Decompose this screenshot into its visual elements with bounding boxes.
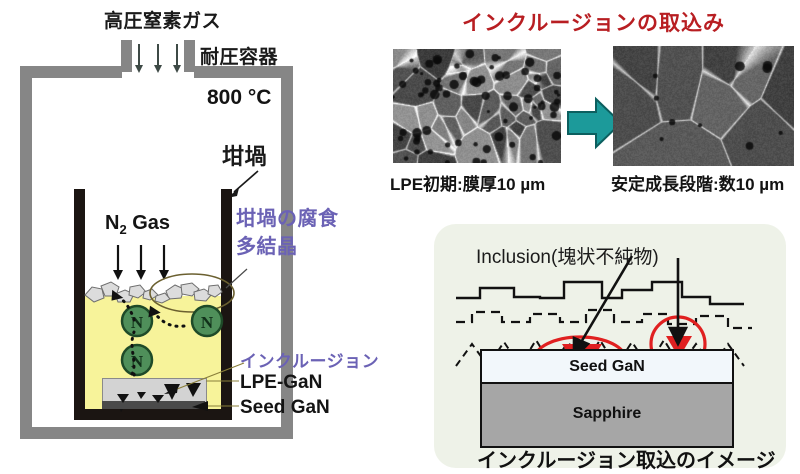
gas-inlet-arrows — [132, 42, 186, 74]
apparatus-diagram: 高圧窒素ガス 耐圧容器 800 °C 坩堝 N2 Gas — [0, 0, 400, 474]
sem-caption-stable-growth: 安定成長段階:数10 µm — [611, 170, 784, 195]
seed-gan-label: Seed GaN — [240, 397, 330, 419]
nitrogen-gas-label-text: N — [105, 212, 119, 234]
inclusion-heading: Inclusion(塊状不純物) — [476, 242, 659, 269]
section-title: インクルージョンの取込み — [462, 7, 725, 37]
panel-caption: インクルージョン取込のイメージ — [477, 444, 776, 473]
sem-caption-lpe-initial: LPE初期:膜厚10 µm — [390, 170, 545, 195]
nitrogen-gas-label-rest: Gas — [127, 212, 170, 234]
crucible-corrosion-line1: 坩堝の腐食 — [236, 205, 339, 233]
corrosion-leader-line — [225, 268, 249, 290]
sem-image-lpe-initial — [393, 49, 561, 163]
nitrogen-gas-label-sub: 2 — [119, 222, 126, 237]
sapphire-block-label: Sapphire — [482, 384, 732, 444]
seed-gan-block-label: Seed GaN — [482, 351, 732, 383]
crucible-label: 坩堝 — [222, 139, 267, 171]
gas-inlet-label: 高圧窒素ガス — [104, 6, 221, 33]
seed-gan-pointer-arrow — [160, 399, 210, 413]
vessel-label: 耐圧容器 — [200, 42, 278, 69]
vessel-bottom-wall — [20, 427, 293, 439]
sem-image-stable-growth — [613, 46, 794, 166]
inclusion-uptake-section: インクルージョンの取込み LPE初期:膜厚10 µm 安定成長段階:数10 µm — [386, 0, 800, 200]
temperature-label: 800 °C — [207, 86, 271, 110]
inclusion-uptake-image-panel: Inclusion(塊状不純物) Seed GaN Sapphire インクルー… — [434, 224, 786, 468]
sapphire-block: Sapphire — [480, 382, 734, 448]
inlet-neck-left-wall — [121, 40, 132, 72]
lpe-gan-label: LPE-GaN — [240, 372, 322, 394]
crucible-corrosion-label: 坩堝の腐食 多結晶 — [236, 205, 339, 261]
vessel-left-wall — [20, 66, 32, 439]
nitrogen-gas-label: N2 Gas — [105, 212, 170, 237]
inclusion-label: インクルージョン — [240, 347, 379, 372]
vessel-top-wall-left — [20, 66, 122, 78]
crucible-corrosion-line2: 多結晶 — [236, 233, 339, 261]
